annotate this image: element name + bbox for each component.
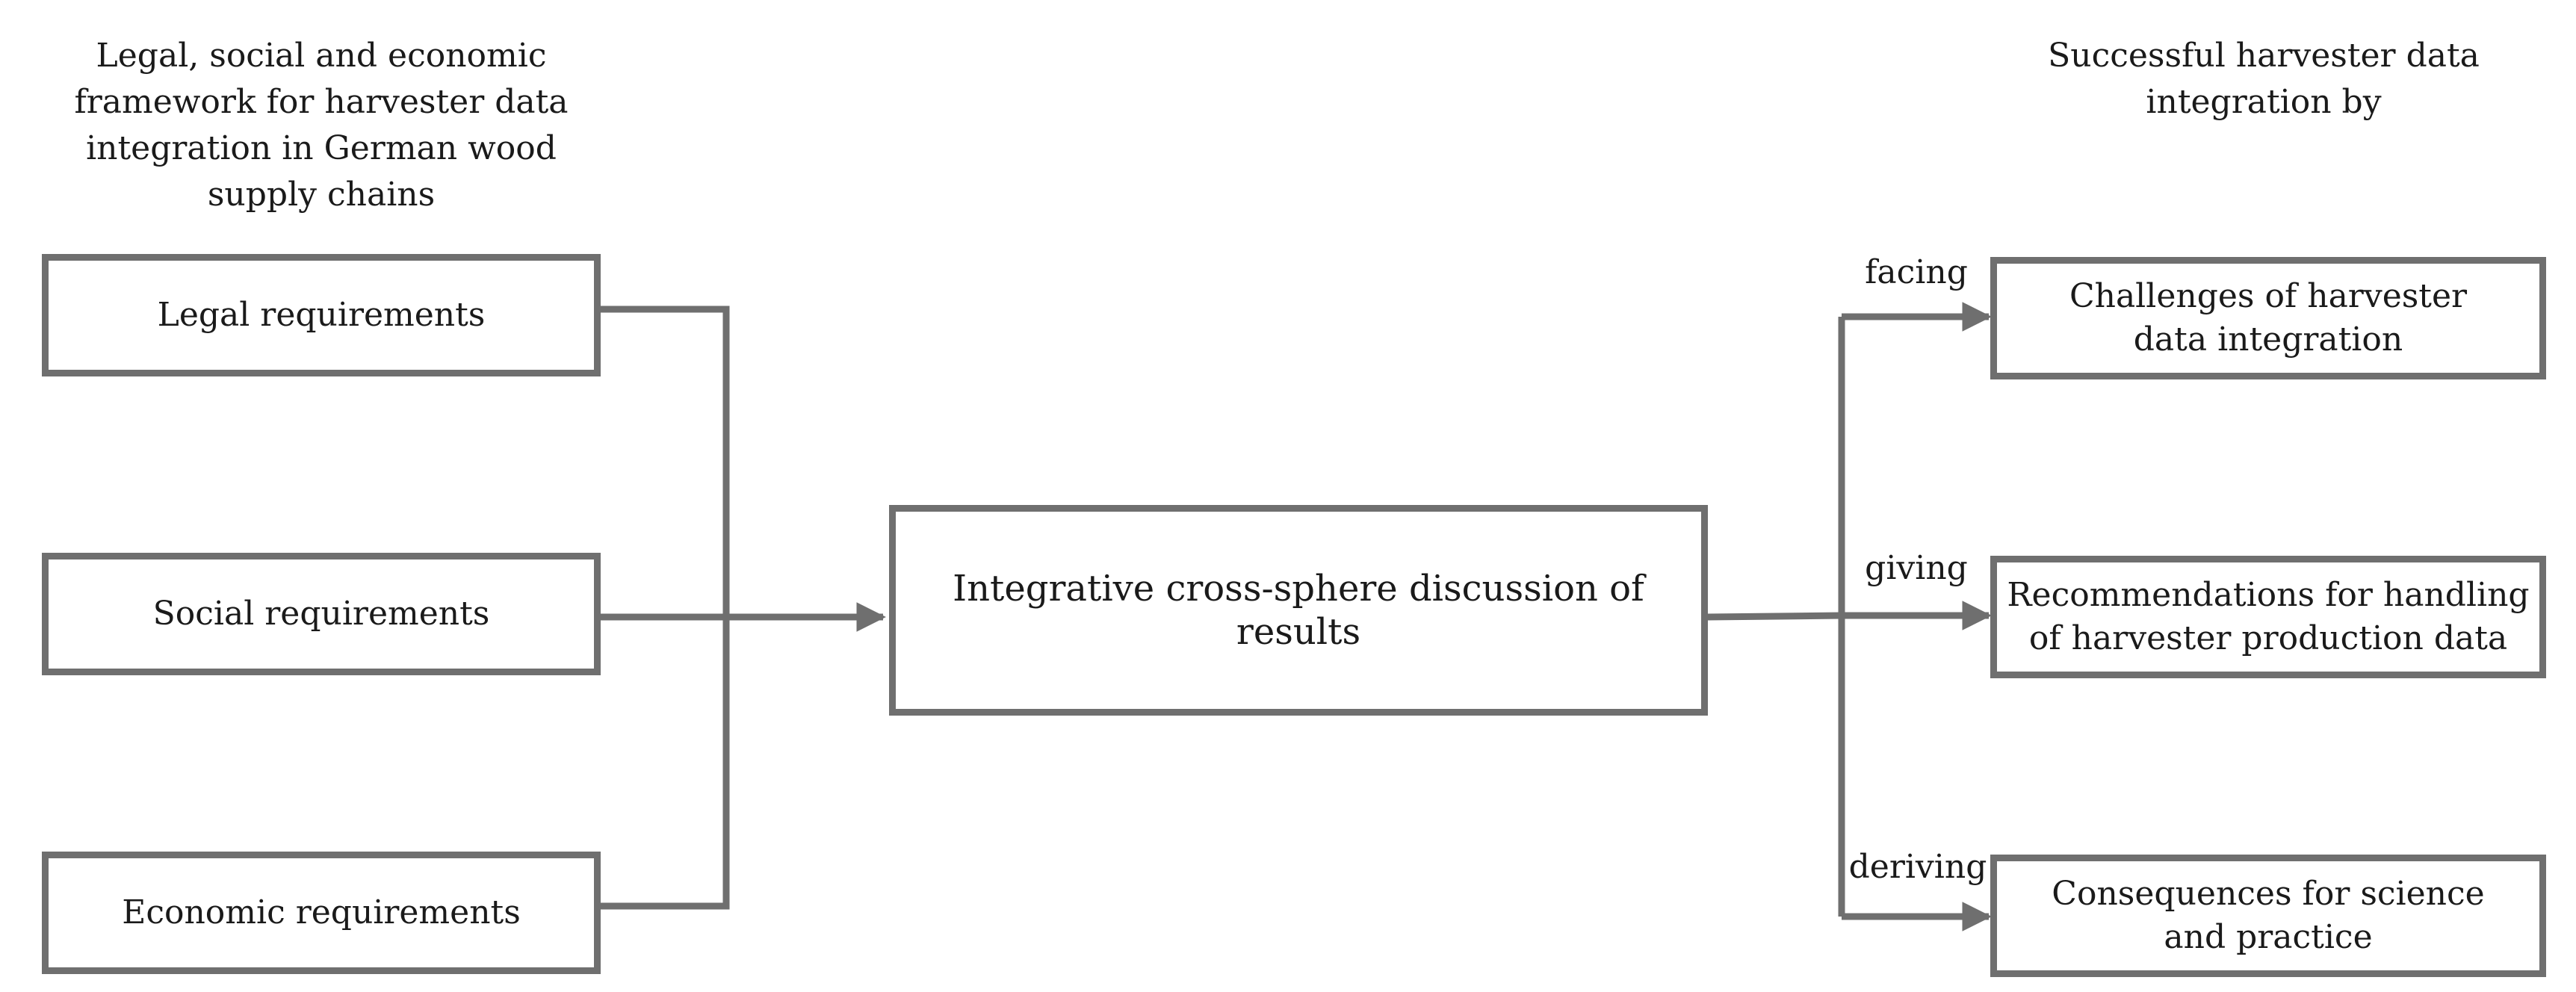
recommendations-label: Recommendations for handling of harveste…: [2007, 576, 2530, 657]
left-column-heading: Legal, social and economic framework for…: [74, 37, 569, 214]
social-requirements-box: Social requirements: [42, 553, 601, 675]
challenges-label: Challenges of harvester data integration: [2069, 277, 2468, 359]
edge-label-giving: giving: [1865, 549, 1968, 587]
integrative-discussion-label: Integrative cross-sphere discussion of r…: [953, 568, 1644, 653]
right-column-heading: Successful harvester data integration by: [2048, 37, 2480, 121]
connector-economic: [599, 617, 730, 910]
consequences-label: Consequences for science and practice: [2052, 875, 2485, 956]
economic-requirements-label: Economic requirements: [122, 893, 521, 931]
connector-legal: [599, 306, 730, 617]
social-requirements-label: Social requirements: [152, 595, 490, 633]
consequences-box: Consequences for science and practice: [1990, 855, 2546, 977]
recommendations-box: Recommendations for handling of harveste…: [1990, 556, 2546, 678]
integrative-discussion-box: Integrative cross-sphere discussion of r…: [889, 505, 1708, 716]
legal-requirements-label: Legal requirements: [157, 296, 486, 334]
edge-label-deriving: deriving: [1848, 848, 1987, 886]
economic-requirements-box: Economic requirements: [42, 852, 601, 974]
legal-requirements-box: Legal requirements: [42, 254, 601, 376]
challenges-box: Challenges of harvester data integration: [1990, 257, 2546, 379]
edge-label-facing: facing: [1865, 253, 1968, 291]
connector-center-out: [1706, 612, 1842, 621]
